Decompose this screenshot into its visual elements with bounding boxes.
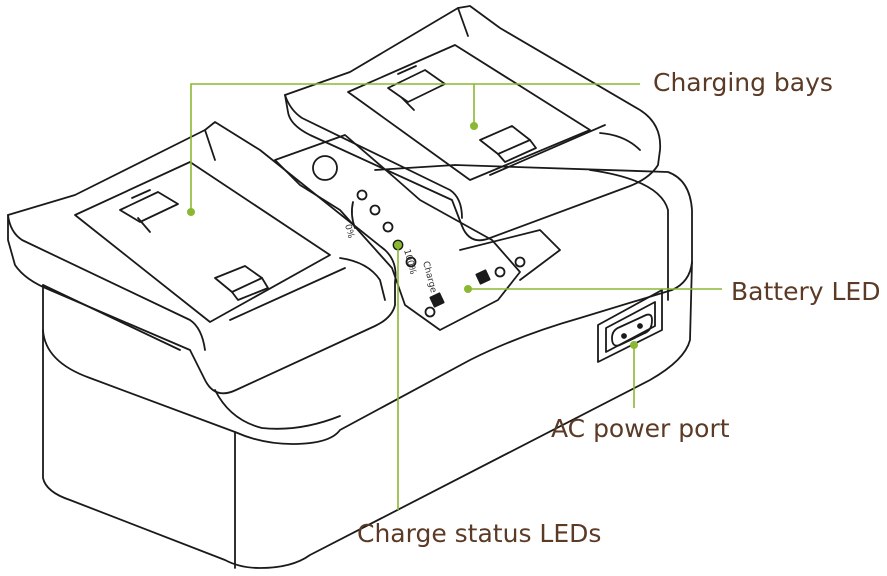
led-0pct <box>356 189 368 201</box>
top-center-panel <box>274 134 521 331</box>
callout-dot-battery-led <box>464 285 472 293</box>
led-charge <box>405 256 417 268</box>
charger-body <box>42 164 693 445</box>
battery-led-b2 <box>514 256 526 268</box>
led-low <box>369 204 381 216</box>
bay-a-marker-icon <box>429 292 445 308</box>
charging-bay-left <box>7 121 397 395</box>
panel-100pct-text: 100% <box>401 248 417 276</box>
panel-charge-text: Charge <box>420 260 438 294</box>
callout-dot-ac-port <box>630 341 638 349</box>
battery-led-a <box>424 306 436 318</box>
bay-b-marker-icon <box>475 269 491 285</box>
label-battery-led: Battery LED <box>731 277 881 306</box>
callout-dot-charge-leds <box>394 241 402 249</box>
callout-dot-bay-left <box>187 208 195 216</box>
label-charge-status-leds: Charge status LEDs <box>357 519 602 548</box>
charging-bay-right <box>284 5 662 242</box>
ac-power-port <box>597 289 663 363</box>
led-mid <box>382 221 394 233</box>
callout-line-charging-bays <box>190 83 640 212</box>
callout-dot-bay-right <box>470 122 478 130</box>
panel-0pct-text: 0% <box>342 223 355 240</box>
battery-led-b <box>494 266 506 278</box>
label-ac-power-port: AC power port <box>551 414 730 443</box>
center-button <box>312 155 338 181</box>
label-charging-bays: Charging bays <box>653 68 833 97</box>
